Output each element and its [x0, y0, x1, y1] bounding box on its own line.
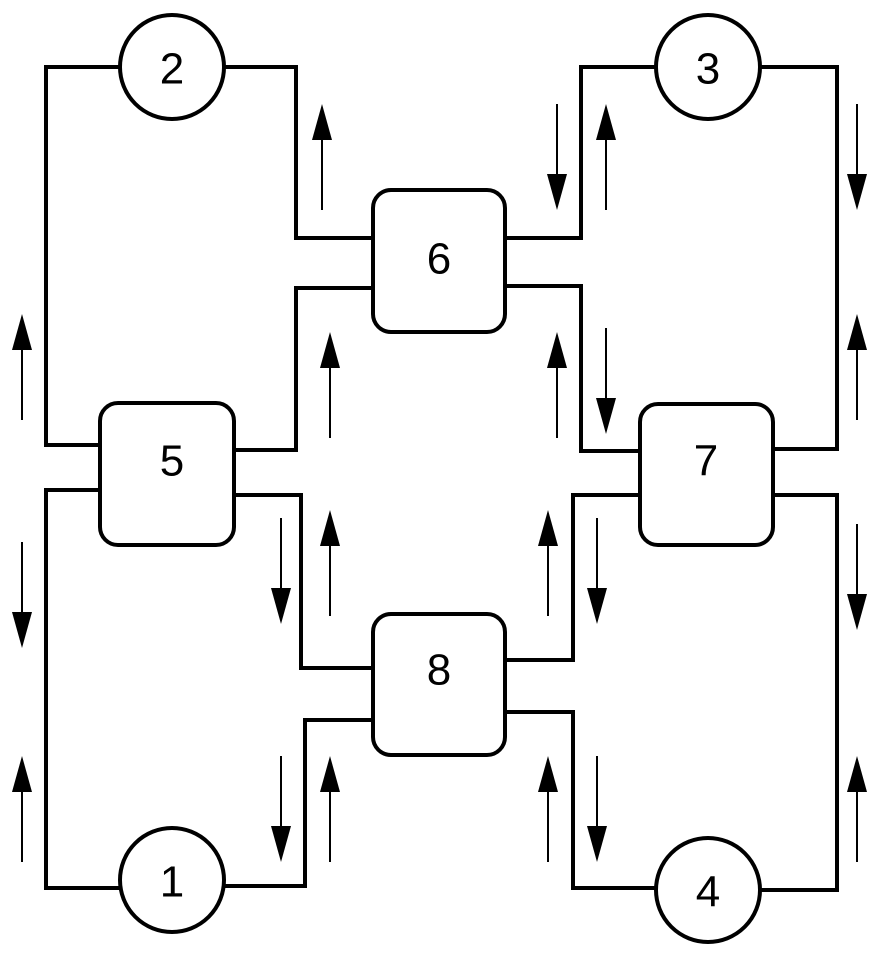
- node-4-label: 4: [696, 868, 720, 917]
- flow-arrow-down-icon: [847, 524, 867, 630]
- arrow-head: [271, 826, 291, 862]
- nodes: 2 3 1 4 6 5 7 8: [98, 13, 775, 944]
- wire-5-8: [234, 493, 373, 670]
- node-2-circle: [118, 13, 226, 121]
- node-4: 4: [654, 836, 762, 944]
- flow-arrow-up-icon: [547, 332, 567, 438]
- flow-arrow-up-icon: [596, 104, 616, 210]
- wire-2-6: [224, 65, 373, 240]
- flow-arrow-up-icon: [12, 314, 32, 420]
- wire-4-7: [760, 493, 839, 892]
- arrow-head: [596, 398, 616, 434]
- flow-arrow-up-icon: [320, 756, 340, 862]
- flow-arrow-up-icon: [847, 756, 867, 862]
- node-4-circle: [654, 836, 762, 944]
- node-7: 7: [638, 402, 775, 547]
- arrow-head: [312, 104, 332, 140]
- wire-6-3: [505, 65, 656, 240]
- arrow-head: [547, 174, 567, 210]
- node-5-box: [98, 401, 236, 547]
- node-8-box: [371, 612, 507, 757]
- flow-arrow-up-icon: [312, 104, 332, 210]
- arrow-head: [587, 588, 607, 624]
- node-8-label: 8: [427, 646, 451, 695]
- flow-arrow-down-icon: [587, 518, 607, 624]
- wire-1-8: [224, 718, 373, 888]
- node-7-label: 7: [694, 437, 718, 486]
- arrow-head: [12, 314, 32, 350]
- flow-arrow-up-icon: [538, 756, 558, 862]
- wire-5-6: [234, 286, 373, 452]
- node-1-label: 1: [160, 858, 184, 907]
- flow-arrows: [12, 104, 867, 862]
- arrow-head: [271, 588, 291, 624]
- arrow-head: [538, 756, 558, 792]
- arrow-head: [320, 756, 340, 792]
- flow-arrow-down-icon: [547, 104, 567, 210]
- wire-5-2: [44, 65, 120, 447]
- arrow-head: [847, 594, 867, 630]
- flow-arrow-down-icon: [271, 756, 291, 862]
- node-3-label: 3: [696, 45, 720, 94]
- wire-5-1: [44, 488, 120, 890]
- arrow-head: [320, 332, 340, 368]
- flow-arrow-up-icon: [320, 510, 340, 616]
- flow-arrow-down-icon: [587, 756, 607, 862]
- arrow-head: [12, 612, 32, 648]
- node-5: 5: [98, 401, 236, 547]
- flow-arrow-down-icon: [271, 518, 291, 624]
- wire-8-7: [505, 493, 640, 662]
- arrow-head: [320, 510, 340, 546]
- flow-arrow-up-icon: [320, 332, 340, 438]
- node-1: 1: [118, 826, 226, 934]
- node-7-box: [638, 402, 775, 547]
- arrow-head: [847, 314, 867, 350]
- arrow-head: [587, 826, 607, 862]
- arrow-head: [847, 756, 867, 792]
- flow-arrow-down-icon: [12, 542, 32, 648]
- node-3-circle: [654, 13, 762, 121]
- wire-3-7: [760, 65, 839, 451]
- node-8: 8: [371, 612, 507, 757]
- flow-arrow-up-icon: [12, 756, 32, 862]
- node-3: 3: [654, 13, 762, 121]
- node-2: 2: [118, 13, 226, 121]
- node-6-box: [371, 188, 507, 334]
- arrow-head: [538, 510, 558, 546]
- wire-8-4: [505, 710, 656, 890]
- node-5-label: 5: [160, 437, 184, 486]
- flow-arrow-down-icon: [596, 328, 616, 434]
- arrow-head: [547, 332, 567, 368]
- node-6: 6: [371, 188, 507, 334]
- node-1-circle: [118, 826, 226, 934]
- wire-6-7: [505, 284, 640, 453]
- connection-lines: [44, 65, 839, 892]
- flow-arrow-down-icon: [847, 104, 867, 210]
- arrow-head: [847, 174, 867, 210]
- arrow-head: [12, 756, 32, 792]
- flow-arrow-up-icon: [847, 314, 867, 420]
- flow-arrow-up-icon: [538, 510, 558, 616]
- arrow-head: [596, 104, 616, 140]
- node-6-label: 6: [427, 235, 451, 284]
- node-2-label: 2: [160, 45, 184, 94]
